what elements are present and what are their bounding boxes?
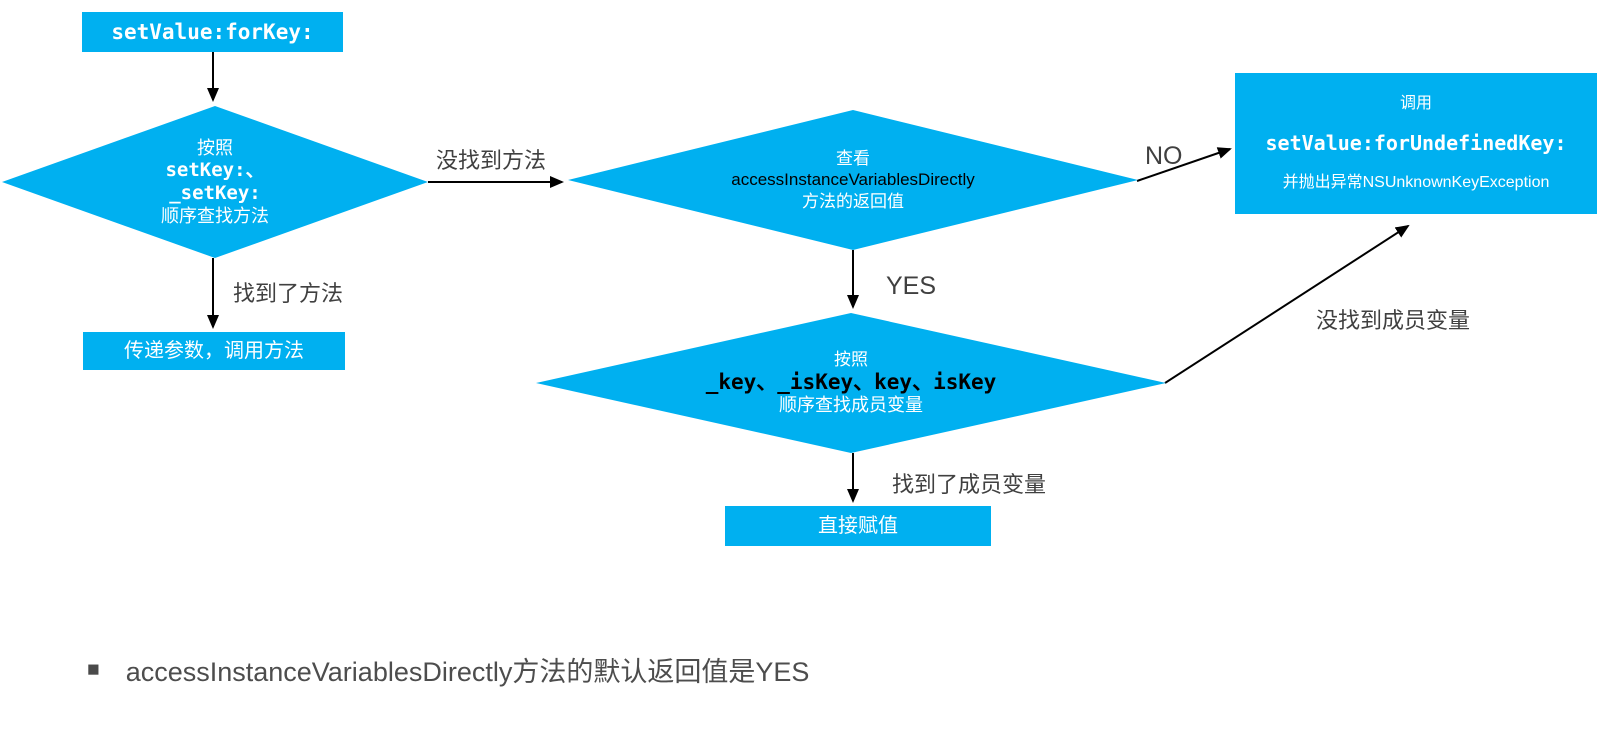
edge-label-method-not-found: 没找到方法 <box>436 148 547 173</box>
diamond-find-ivar-code: _key、_isKey、key、isKey <box>705 370 997 395</box>
node-assign-directly: 直接赋值 <box>725 506 991 546</box>
node-setvalue-forkey-label: setValue:forKey: <box>111 19 314 44</box>
edge-label-yes: YES <box>886 272 937 300</box>
diamond-check-access-line1: 查看 <box>836 149 870 169</box>
node-pass-args-call-method: 传递参数，调用方法 <box>83 332 345 370</box>
edge-no-to-exception <box>1136 147 1232 182</box>
diamond-check-access-line2: 方法的返回值 <box>802 191 904 211</box>
node-assign-directly-label: 直接赋值 <box>818 514 898 537</box>
node-exception-code: setValue:forUndefinedKey: <box>1265 131 1567 155</box>
edge-ivar-not-found <box>1164 224 1410 384</box>
node-exception-line2: 并抛出异常NSUnknownKeyException <box>1282 174 1550 191</box>
footnote: ■ accessInstanceVariablesDirectly方法的默认返回… <box>87 650 809 689</box>
diamond-find-ivar-line1: 按照 <box>834 350 868 370</box>
node-setvalue-forkey: setValue:forKey: <box>82 12 343 52</box>
node-setvalue-forundefinedkey-exception: 调用 setValue:forUndefinedKey: 并抛出异常NSUnkn… <box>1235 73 1597 214</box>
edge-label-method-found: 找到了方法 <box>233 281 344 306</box>
diamond-find-method-line1: 按照 <box>197 137 233 158</box>
diamond-find-method-code1: setKey:、 <box>165 159 265 182</box>
node-exception-line1: 调用 <box>1399 95 1432 112</box>
edge-label-no: NO <box>1145 142 1183 170</box>
edge-label-ivar-not-found: 没找到成员变量 <box>1316 308 1471 333</box>
diamond-find-ivar-line2: 顺序查找成员变量 <box>779 395 923 416</box>
bullet-square-icon: ■ <box>87 658 100 681</box>
node-pass-args-call-method-label: 传递参数，调用方法 <box>124 339 304 362</box>
diamond-check-access-code: accessInstanceVariablesDirectly <box>731 170 975 190</box>
diamond-find-method-line2: 顺序查找方法 <box>161 205 269 226</box>
edge-label-ivar-found: 找到了成员变量 <box>892 472 1047 497</box>
footnote-text: accessInstanceVariablesDirectly方法的默认返回值是… <box>125 657 810 687</box>
diamond-find-method-code2: _setKey: <box>169 182 261 204</box>
